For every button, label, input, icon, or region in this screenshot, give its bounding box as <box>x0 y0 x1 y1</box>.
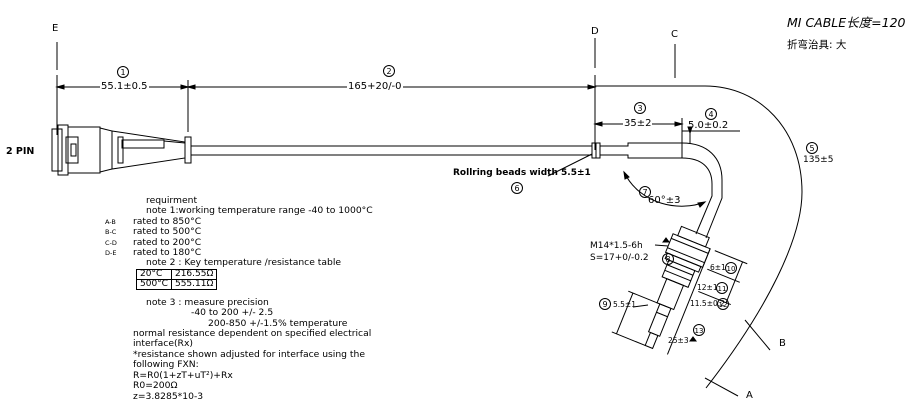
callout-10: 10 <box>725 262 737 274</box>
callout-2: 2 <box>383 65 395 77</box>
range-row: A-B rated to 850°C <box>105 215 373 227</box>
table-cell-res: 555.11Ω <box>170 278 218 290</box>
bend-arc <box>595 85 803 389</box>
callout-9: 9 <box>599 298 611 310</box>
callout-5: 5 <box>806 142 818 154</box>
callout-11: 11 <box>716 282 728 294</box>
dimension-11: 12±1 <box>697 283 718 292</box>
dimension-13: 25±3 <box>668 336 689 345</box>
precision-1: -40 to 200 +/- 2.5 <box>191 307 274 319</box>
note-line: R0=200Ω <box>133 380 178 392</box>
note-line: normal resistance dependent on specified… <box>133 328 372 340</box>
range-row: C-D rated to 200°C <box>105 236 373 248</box>
range-text: rated to 500°C <box>133 226 202 238</box>
note-line: interface(Rx) <box>133 338 193 350</box>
table-row: 500°C 555.11Ω <box>136 278 218 290</box>
note-1: note 1:working temperature range -40 to … <box>146 205 373 217</box>
callout-13: 13 <box>693 324 705 336</box>
range-row: B-C rated to 500°C <box>105 226 373 238</box>
callout-8: 8 <box>662 253 674 265</box>
table-cell-res: 216.55Ω <box>170 268 218 280</box>
range-row: D-E rated to 180°C <box>105 247 373 259</box>
dimension-7: 60°±3 <box>648 195 681 206</box>
section-letter-b: B <box>779 338 786 349</box>
dimension-5: 135±5 <box>803 155 834 165</box>
note-line: following FXN: <box>133 359 199 371</box>
callout-7: 7 <box>639 186 651 198</box>
resistance-table: 20°C 216.55Ω 500°C 555.11Ω <box>136 268 218 290</box>
range-code: D-E <box>105 249 117 258</box>
callout-3: 3 <box>634 102 646 114</box>
dimension-3: 35±2 <box>623 118 653 129</box>
dimension-4: 5.0±0.2 <box>688 120 729 131</box>
connector <box>51 124 192 176</box>
dimension-10: 6±1 <box>710 263 726 272</box>
note-2: note 2 : Key temperature /resistance tab… <box>146 257 342 269</box>
dimension-1: 55.1±0.5 <box>100 81 149 92</box>
range-code: B-C <box>105 228 117 237</box>
dimension-12: 11.5±0.2 <box>690 299 725 308</box>
mi-cable-label: MI CABLE长度=120 <box>787 15 906 30</box>
note-line: z=3.8285*10-3 <box>133 390 204 402</box>
dimension-9: 5.5±1 <box>613 300 636 309</box>
range-code: C-D <box>105 238 117 247</box>
section-letter-e: E <box>52 23 59 34</box>
callout-6: 6 <box>511 182 523 194</box>
thread-spec: M14*1.5-6h <box>590 241 643 251</box>
section-letter-c: C <box>671 29 678 40</box>
bend-tool-label: 折弯治具: 大 <box>787 39 847 51</box>
table-row: 20°C 216.55Ω <box>136 268 218 280</box>
range-text: rated to 180°C <box>133 247 202 259</box>
rolling-beads-label: Rollring beads width 5.5±1 <box>453 168 591 178</box>
range-text: rated to 200°C <box>133 236 202 248</box>
dimension-2: 165+20/-0 <box>347 81 403 92</box>
note-3: note 3 : measure precision <box>146 296 269 308</box>
hex-size: S=17+0/-0.2 <box>590 253 649 263</box>
angle-arc <box>623 171 706 207</box>
section-letter-d: D <box>591 26 599 37</box>
requirement-notes: requirment note 1:working temperature ra… <box>105 195 373 402</box>
range-text: rated to 850°C <box>133 215 202 227</box>
callout-4: 4 <box>705 108 717 120</box>
pin-count-label: 2 PIN <box>6 146 35 157</box>
note-line: *resistance shown adjusted for interface… <box>133 348 366 360</box>
precision-2: 200-850 +/-1.5% temperature <box>208 317 348 329</box>
note-line: R=R0(1+zT+uT²)+Rx <box>133 369 233 381</box>
callout-12: 12 <box>717 298 729 310</box>
fitting-assembly <box>611 225 748 355</box>
section-line-a <box>704 377 739 397</box>
table-cell-temp: 20°C <box>136 268 172 280</box>
range-code: A-B <box>105 217 116 226</box>
sheath-tube <box>681 142 723 239</box>
section-letter-a: A <box>746 390 753 401</box>
callout-1: 1 <box>117 66 129 78</box>
table-cell-temp: 500°C <box>136 278 172 290</box>
section-line-b <box>744 319 771 351</box>
requirement-heading: requirment <box>146 195 198 206</box>
